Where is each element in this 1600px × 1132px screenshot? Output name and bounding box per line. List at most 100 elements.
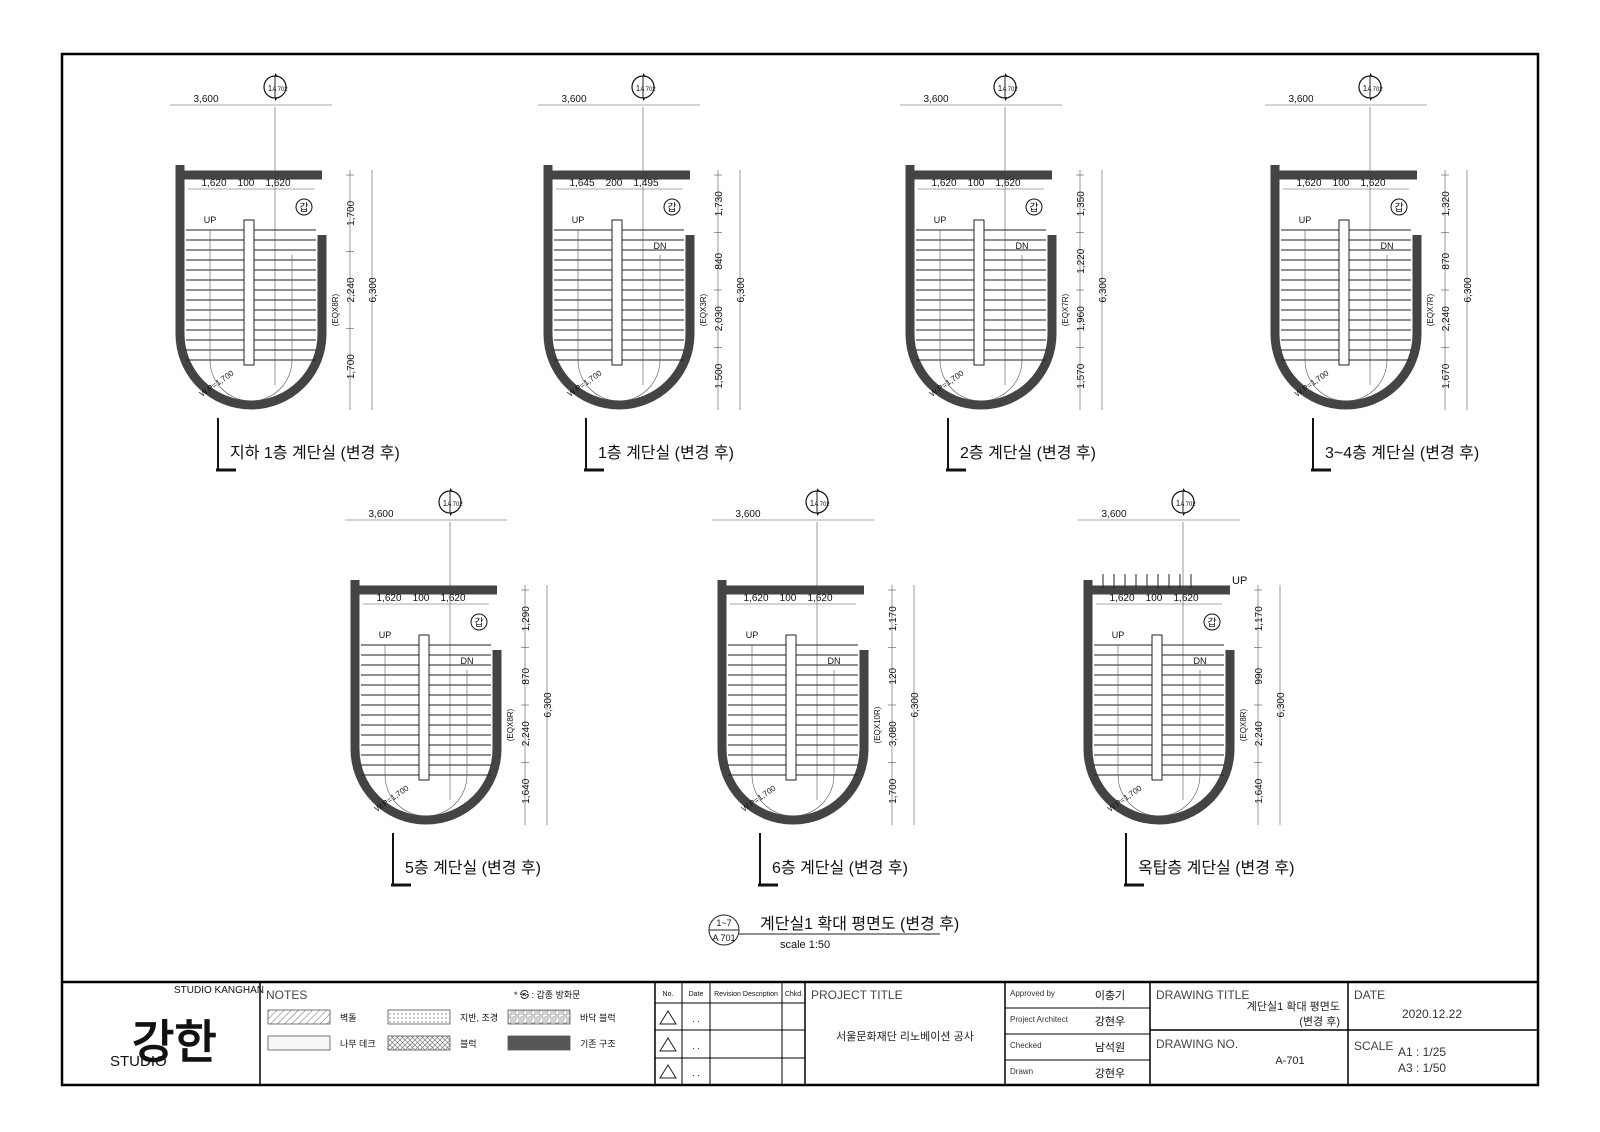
revision-date: . . — [692, 1014, 700, 1024]
width-dimension-left: 1,620 — [1296, 178, 1321, 189]
approval-role: Approved by — [1010, 989, 1055, 998]
side-dimension: 1,730 — [714, 191, 725, 216]
total-dimension: 6,300 — [1463, 277, 1474, 302]
existing-wall — [905, 165, 1057, 410]
section-tag-number: 1 — [636, 84, 641, 93]
side-dimension: 870 — [521, 667, 532, 684]
width-dimension-mid: 100 — [968, 178, 985, 189]
total-dimension: 6,300 — [910, 692, 921, 717]
existing-wall — [717, 580, 869, 825]
approval-role: Checked — [1010, 1041, 1042, 1050]
gap-note: * ㉿ : 갑종 방화문 — [514, 989, 580, 1000]
up-label: UP — [934, 215, 947, 225]
dn-label: DN — [828, 656, 841, 666]
width-dimension-right: 1,620 — [1173, 593, 1198, 604]
section-tag-sheet: A 702 — [272, 87, 288, 93]
rev-header-no: No. — [663, 991, 674, 998]
eqx-label: (EQX3R) — [699, 293, 708, 326]
dn-label: DN — [461, 656, 474, 666]
up-label: UP — [572, 215, 585, 225]
fire-door-label: 갑 — [299, 202, 308, 214]
top-dimension: 3,600 — [561, 94, 586, 105]
fire-door-circle — [1390, 198, 1408, 216]
side-dimension: 2,240 — [521, 721, 532, 746]
side-dimension: 1,350 — [1076, 191, 1087, 216]
eqx-label: (EQX8R) — [331, 293, 340, 326]
fire-door-circle — [1203, 613, 1221, 631]
section-tag-sheet: A 702 — [1180, 502, 1196, 508]
revision-triangle-icon — [659, 1064, 677, 1079]
fire-door-circle — [295, 198, 313, 216]
section-tag-number: 1 — [810, 499, 815, 508]
drawing-label-title: 계단실1 확대 평면도 (변경 후) — [760, 915, 959, 933]
title-block: STUDIO KANGHAN 강한 STUDIO NOTES * ㉿ : 갑종 … — [110, 982, 1538, 1085]
top-dimension: 3,600 — [735, 509, 760, 520]
roof-up-label: UP — [1232, 575, 1247, 587]
side-dimension: 2,030 — [714, 306, 725, 331]
plan-caption: 2층 계단실 (변경 후) — [960, 444, 1096, 462]
section-tag-number: 1 — [268, 84, 273, 93]
section-tag-sheet: A 702 — [1367, 87, 1383, 93]
side-dimension: 840 — [714, 252, 725, 269]
width-dimension-mid: 100 — [238, 178, 255, 189]
fire-door-label: 갑 — [1394, 202, 1403, 214]
walking-line — [1117, 645, 1201, 817]
total-dimension: 6,300 — [736, 277, 747, 302]
rev-header-date: Date — [689, 991, 704, 998]
approval-name: 강현우 — [1095, 1015, 1125, 1028]
width-dimension-left: 1,620 — [743, 593, 768, 604]
legend-label: 블럭 — [460, 1038, 477, 1049]
approval-role: Project Architect — [1010, 1015, 1069, 1024]
side-dimension: 2,240 — [346, 277, 357, 302]
existing-wall — [1270, 165, 1422, 410]
walking-line — [384, 645, 468, 817]
eqx-label: (EQX8R) — [506, 708, 515, 741]
revision-table: No. Date Revision Description Chkd. . ..… — [655, 982, 805, 1085]
stair-rail — [418, 634, 430, 781]
up-label: UP — [746, 630, 759, 640]
notes-label: NOTES — [266, 988, 307, 1002]
width-dimension-left: 1,620 — [1109, 593, 1134, 604]
walking-line — [209, 230, 293, 402]
plan-caption: 6층 계단실 (변경 후) — [772, 859, 908, 877]
side-dimension: 1,640 — [521, 778, 532, 803]
studio-name: STUDIO KANGHAN — [174, 985, 264, 996]
legend-label: 지반, 조경 — [460, 1012, 498, 1023]
date-value: 2020.12.22 — [1402, 1007, 1462, 1021]
section-tag-sheet: A 702 — [814, 502, 830, 508]
side-dimension: 1,700 — [346, 200, 357, 225]
approval-role: Drawn — [1010, 1067, 1033, 1076]
eqx-label: (EQX8R) — [1239, 708, 1248, 741]
section-tag-number: 1 — [443, 499, 448, 508]
fire-door-circle — [663, 198, 681, 216]
fire-door-label: 갑 — [667, 202, 676, 214]
approval-name: 남석원 — [1095, 1041, 1125, 1054]
drawing-tag-top: 1~7 — [716, 918, 731, 928]
side-dimension: 1,700 — [346, 354, 357, 379]
width-dimension-right: 1,620 — [995, 178, 1020, 189]
legend-swatch-dots — [387, 1009, 451, 1025]
project-title-label: PROJECT TITLE — [811, 988, 903, 1002]
top-dimension: 3,600 — [193, 94, 218, 105]
fire-door-circle — [1025, 198, 1043, 216]
revision-triangle-icon — [659, 1010, 677, 1025]
side-dimension: 1,570 — [1076, 363, 1087, 388]
drawing-title-line2: (변경 후) — [1299, 1015, 1340, 1028]
stair-rail — [973, 219, 985, 366]
sheet-frame — [60, 52, 1540, 1087]
legend-label: 기존 구조 — [580, 1039, 616, 1049]
width-dimension-mid: 100 — [1333, 178, 1350, 189]
top-dimension: 3,600 — [1288, 94, 1313, 105]
width-dimension-right: 1,620 — [807, 593, 832, 604]
drawing-title-label: DRAWING TITLE — [1156, 988, 1249, 1002]
width-dimension-mid: 200 — [606, 178, 623, 189]
walking-line — [577, 230, 661, 402]
rev-header-chkd: Chkd. — [785, 991, 803, 998]
scale-label: SCALE — [1354, 1039, 1393, 1053]
